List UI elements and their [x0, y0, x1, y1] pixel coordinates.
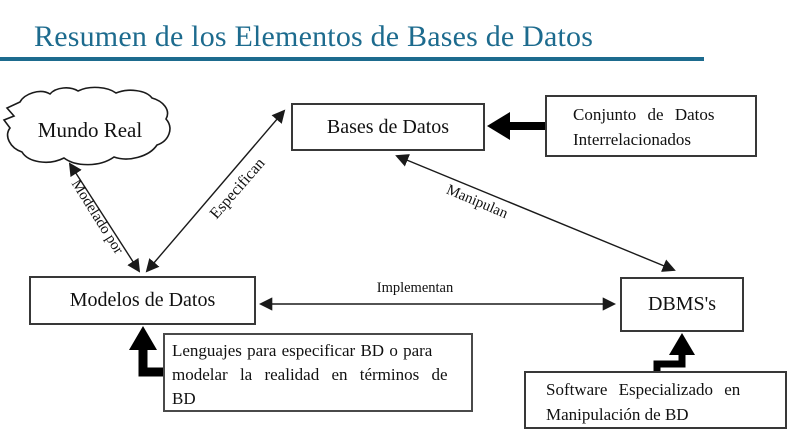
arrow-modelado-line: [68, 162, 141, 273]
cloud-shape: [2, 86, 171, 166]
box-dbms: DBMS's: [620, 277, 744, 332]
box-bases-de-datos: Bases de Datos: [291, 103, 485, 151]
box-software-line1: Software Especializado en: [546, 380, 741, 399]
box-bases-label: Bases de Datos: [326, 115, 450, 138]
box-modelos-label: Modelos de Datos: [69, 289, 216, 311]
box-lenguajes-line3: BD: [172, 389, 196, 408]
arrow-manipulan-line: [395, 154, 676, 272]
arrow-conjunto-to-bases: [487, 112, 545, 140]
arrow-software-to-dbms: [653, 333, 695, 372]
page-title: Resumen de los Elementos de Bases de Dat…: [34, 20, 594, 53]
box-software-line2: Manipulación de BD: [546, 405, 689, 424]
cloud-mundo-real-label: Mundo Real: [37, 118, 143, 142]
arrow-lenguajes-to-modelos: [129, 326, 163, 377]
box-dbms-label: DBMS's: [647, 293, 717, 315]
box-lenguajes: Lenguajes para especificar BD o para mod…: [163, 333, 473, 412]
box-conjunto-line2: Interrelacionados: [573, 130, 691, 149]
box-lenguajes-line2: modelar la realidad en términos de: [172, 365, 448, 384]
box-conjunto-line1: Conjunto de Datos: [573, 105, 715, 124]
edge-label-implementan: Implementan: [376, 279, 454, 296]
arrow-especifican-line: [145, 109, 286, 273]
title-underline: [0, 57, 704, 61]
box-lenguajes-line1: Lenguajes para especificar BD o para: [172, 341, 433, 360]
box-software-especializado: Software Especializado en Manipulación d…: [524, 371, 787, 429]
box-modelos-de-datos: Modelos de Datos: [29, 276, 256, 325]
box-conjunto-de-datos: Conjunto de Datos Interrelacionados: [545, 95, 757, 157]
